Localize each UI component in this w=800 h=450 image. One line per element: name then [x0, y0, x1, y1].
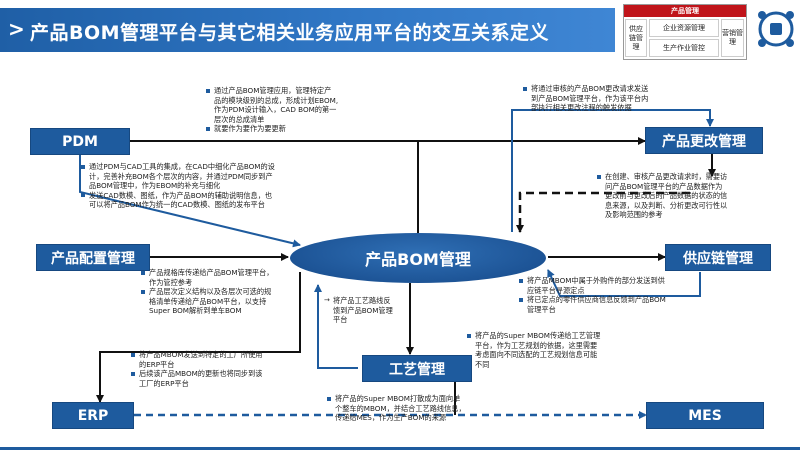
- note-line: 应链平台寻源定点: [527, 285, 585, 295]
- note-pdm: 通过PDM与CAD工具的集成，在CAD中细化产品BOM的设 计，完善补充BOM各…: [80, 162, 340, 210]
- note-line: 平台，作为工艺规划的依据，这里需要: [475, 340, 598, 350]
- note-top-center: 通过产品BOM管理应用，管理特定产 品的模块级别的总成，形成计划EBOM, 作为…: [205, 86, 405, 134]
- note-line: 部执行相关更改注程的触发依据: [531, 103, 632, 113]
- note-line: 发送CAD数模、图纸，作为产品BOM的辅助说明信息，也: [80, 191, 340, 201]
- note-line: 产品规格库传递给产品BOM管理平台，: [140, 268, 320, 278]
- link-change-center-dashed: [516, 191, 690, 233]
- note-line: 将产品MBOM中属于外购件的部分发送到供: [518, 276, 708, 286]
- note-line: 将产品的Super MBOM打散成为面向单: [326, 394, 506, 404]
- note-line: 更改前与更改后的产品数据的状态的信: [605, 191, 728, 201]
- note-line: 格清单传递给产品BOM平台，以支持: [149, 296, 267, 306]
- note-line: 计，完善补充BOM各个层次的内容，并通过PDM同步到产: [89, 171, 273, 181]
- note-line: 作为PDM设计输入，CAD BOM的第一: [214, 105, 337, 115]
- note-line: 通过PDM与CAD工具的集成，在CAD中细化产品BOM的设: [80, 162, 340, 172]
- title-bar: > 产品BOM管理平台与其它相关业务应用平台的交互关系定义: [0, 8, 615, 52]
- note-line: 管理平台: [527, 304, 556, 314]
- note-line: 将已定点的零件供应商信息反馈到产品BOM: [518, 295, 708, 305]
- note-line: 考虑面向不同选配的工艺规划信息可能: [475, 350, 598, 360]
- note-line: 工厂的ERP平台: [139, 378, 189, 388]
- note-process-right: 将产品的Super MBOM传递给工艺管理 平台，作为工艺规划的依据，这里需要 …: [466, 331, 636, 369]
- node-config-management[interactable]: 产品配置管理: [36, 244, 150, 271]
- note-supply: 将产品MBOM中属于外购件的部分发送到供 应链平台寻源定点 将已定点的零件供应商…: [518, 276, 708, 314]
- note-line: 就要作为要作为要更新: [205, 124, 405, 134]
- node-supply-chain[interactable]: 供应链管理: [665, 244, 771, 271]
- note-line: 将产品MBOM发送到特定的工厂所使用: [130, 350, 320, 360]
- node-change-management[interactable]: 产品更改管理: [645, 127, 763, 154]
- link-change-loop: [511, 109, 714, 232]
- node-mes[interactable]: MES: [646, 402, 764, 429]
- note-mes: 将产品的Super MBOM打散成为面向单 个整车的MBOM，并结合工艺路线信息…: [326, 394, 506, 423]
- note-line: 及影响范围的参考: [605, 210, 663, 220]
- node-erp[interactable]: ERP: [52, 402, 134, 429]
- matrix-cell-erp: 企业资源管理: [649, 19, 719, 37]
- title-chevron-icon: >: [8, 17, 25, 41]
- network-hub-icon: [756, 6, 796, 52]
- matrix-cell-supply: 供应链管理: [625, 19, 647, 57]
- note-line: 平台: [333, 315, 348, 325]
- note-line: 息来源，以及判断、分析更改可行性以: [605, 200, 728, 210]
- link-supply-center: [547, 269, 701, 297]
- note-line: 到产品BOM管理平台，作为该平台内: [531, 93, 649, 103]
- node-pdm[interactable]: PDM: [30, 128, 130, 155]
- note-config: 产品规格库传递给产品BOM管理平台， 作为管控参考 产品层次定义结构以及各层次可…: [140, 268, 320, 316]
- module-matrix: 产品管理 供应链管理 企业资源管理 生产作业管控 营销管理: [623, 4, 747, 60]
- matrix-cell-mes: 生产作业管控: [649, 39, 719, 57]
- note-process-center: 将产品工艺路线反 馈到产品BOM管理 平台: [324, 296, 414, 325]
- note-line: 将通过审核的产品BOM更改请求发送: [522, 84, 712, 94]
- link-process-center: [314, 284, 358, 369]
- page-title: 产品BOM管理平台与其它相关业务应用平台的交互关系定义: [30, 22, 550, 44]
- note-line: 个整车的MBOM，并结合工艺路线信息，: [335, 403, 466, 413]
- note-change: 在创建、审核产品更改请求时，需要访 问产品BOM管理平台的产品数据作为 更改前与…: [596, 172, 784, 220]
- note-line: 可以将产品BOM作为统一的CAD数模、图纸的发布平台: [89, 200, 265, 210]
- note-line: 的ERP平台: [139, 359, 175, 369]
- note-line: 问产品BOM管理平台的产品数据作为: [605, 181, 723, 191]
- note-line: 将产品工艺路线反: [324, 296, 414, 306]
- note-line: 将产品的Super MBOM传递给工艺管理: [466, 331, 636, 341]
- link-pdm-center: [79, 155, 301, 248]
- note-line: 通过产品BOM管理应用，管理特定产: [205, 86, 405, 96]
- note-line: 品的模块级别的总成，形成计划EBOM,: [214, 95, 339, 105]
- note-line: 馈到产品BOM管理: [333, 305, 393, 315]
- note-line: 后续该产品MBOM的更新也将同步到该: [130, 369, 320, 379]
- note-line: 层次的总成清单: [214, 114, 265, 124]
- node-center-bom[interactable]: 产品BOM管理: [290, 233, 546, 283]
- note-line: 传递给MES，作为生产BOM的来源: [335, 413, 447, 423]
- footer-rule: [0, 447, 800, 450]
- note-line: 在创建、审核产品更改请求时，需要访: [596, 172, 784, 182]
- node-process-management[interactable]: 工艺管理: [362, 355, 472, 382]
- note-top-right: 将通过审核的产品BOM更改请求发送 到产品BOM管理平台，作为该平台内 部执行相…: [522, 84, 712, 113]
- note-line: 产品层次定义结构以及各层次可选的规: [140, 287, 320, 297]
- link-center-erp: [96, 272, 301, 403]
- note-erp: 将产品MBOM发送到特定的工厂所使用 的ERP平台 后续该产品MBOM的更新也将…: [130, 350, 320, 388]
- note-line: 不同: [475, 359, 490, 369]
- note-line: 品BOM管理中，作为EBOM的补充与细化: [89, 181, 221, 191]
- matrix-head: 产品管理: [624, 5, 746, 17]
- matrix-cell-marketing: 营销管理: [721, 19, 744, 57]
- note-line: Super BOM解析到单车BOM: [149, 306, 242, 316]
- note-line: 作为管控参考: [149, 277, 193, 287]
